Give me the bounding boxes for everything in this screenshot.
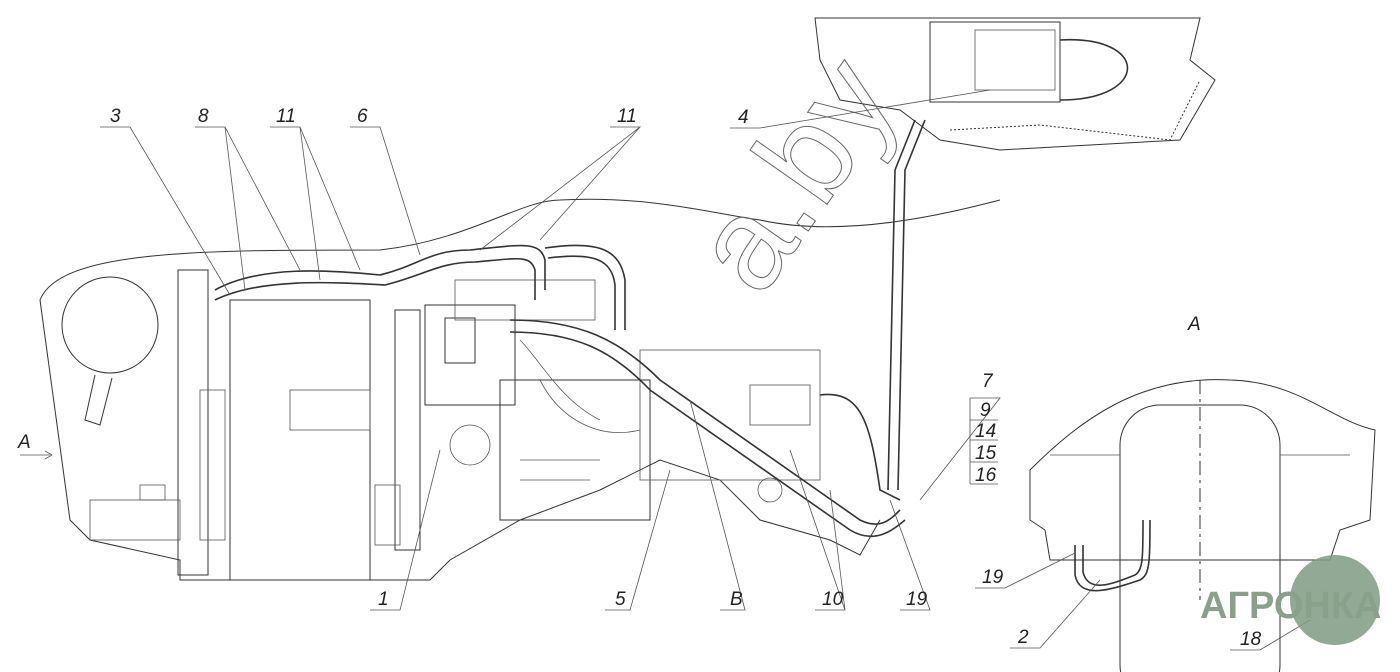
callout-6: 6 (357, 106, 368, 127)
view-arrow-a: A (17, 432, 31, 453)
callout-3: 3 (110, 106, 121, 127)
body-outline (39, 198, 1001, 301)
callout-8: 8 (198, 106, 209, 127)
view-a-title: A (1187, 314, 1201, 335)
radiator (177, 269, 209, 576)
callout-18: 18 (1240, 629, 1262, 650)
callout-14: 14 (975, 421, 996, 442)
callout-19: 19 (982, 567, 1004, 588)
callout-10: 10 (822, 589, 844, 610)
callout-1: 1 (378, 589, 389, 610)
fuel-filter-4 (929, 21, 1061, 103)
cabin-outline (814, 17, 1216, 151)
callout-11: 11 (276, 106, 296, 127)
view-a-tank (1119, 404, 1281, 672)
callout-2: 2 (1017, 627, 1029, 648)
svg-text:АГРОНКА: АГРОНКА (1200, 585, 1381, 627)
body-lower-outline (39, 299, 881, 581)
callout-19: 19 (906, 589, 928, 610)
agronka-logo: АГРОНКА (1200, 555, 1381, 645)
fan-pulley (61, 276, 159, 374)
callout-7: 7 (982, 371, 994, 392)
callout-15: 15 (975, 443, 997, 464)
svg-text:a.by: a.by (663, 31, 924, 316)
callout-b: B (730, 589, 743, 610)
leader-lines (20, 89, 1311, 651)
watermark-a-by: a.by (663, 31, 925, 317)
callout-4: 4 (738, 107, 749, 128)
callout-9: 9 (980, 400, 991, 421)
callout-5: 5 (615, 589, 626, 610)
callout-11: 11 (617, 106, 637, 127)
callout-16: 16 (975, 465, 997, 486)
view-a-outline (1029, 379, 1376, 561)
